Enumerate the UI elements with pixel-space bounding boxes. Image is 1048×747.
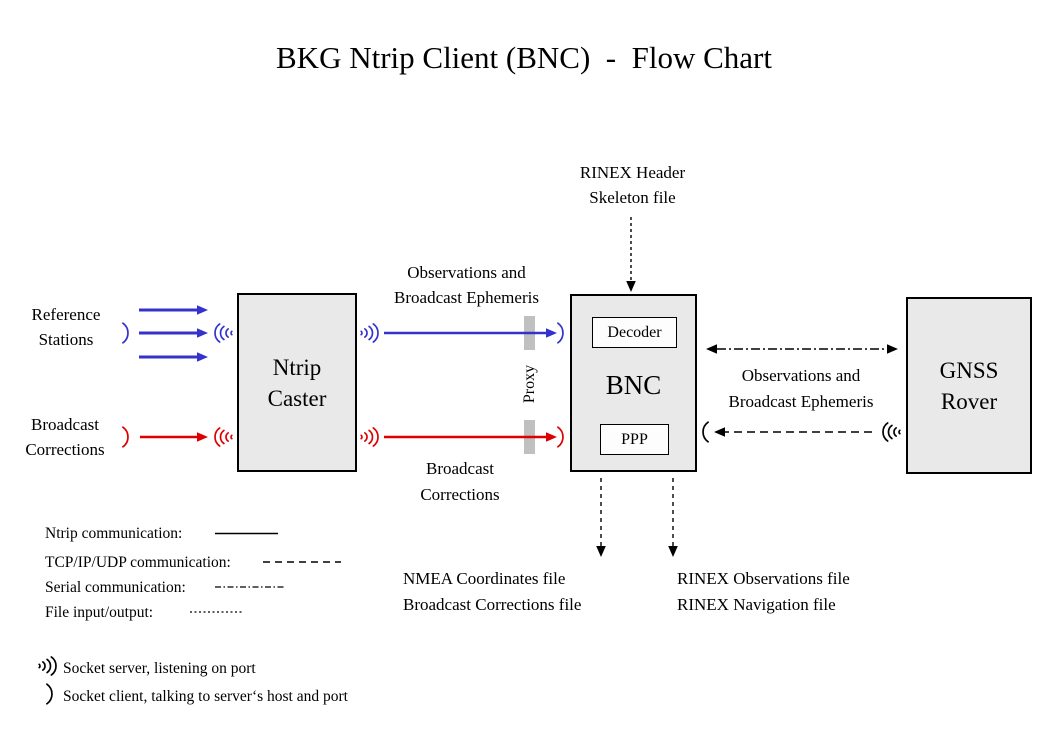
label-line: Broadcast — [426, 459, 494, 478]
label-observations-ephemeris-mid: Observations and Broadcast Ephemeris — [363, 260, 570, 310]
node-label: Ntrip — [272, 354, 322, 380]
node-label: BNC — [605, 370, 662, 400]
label-line: Corrections — [25, 440, 105, 459]
label-line: Broadcast Ephemeris — [394, 288, 539, 307]
node-label: GNSS — [939, 357, 999, 383]
label-broadcast-corrections-mid: Broadcast Corrections — [381, 456, 539, 508]
socket-client-icon — [46, 683, 53, 705]
arrow-skeleton-file-to-bnc — [626, 217, 636, 292]
proxy-bar-bottom — [524, 420, 535, 454]
socket-server-icon — [882, 422, 901, 442]
arrow-refstation-3 — [139, 352, 208, 362]
node-decoder: Decoder — [592, 317, 677, 348]
arrow-refstation-2 — [139, 328, 208, 338]
legend-socket-client: Socket client, talking to server‘s host … — [63, 688, 348, 705]
socket-server-icon — [214, 323, 233, 343]
label-reference-stations: Reference Stations — [8, 302, 124, 352]
label-nmea-output-files: NMEA Coordinates file Broadcast Correcti… — [403, 566, 581, 618]
legend-tcpip-communication: TCP/IP/UDP communication: — [45, 554, 231, 571]
socket-server-icon — [214, 427, 233, 447]
socket-client-icon — [557, 426, 564, 448]
node-label: Decoder — [607, 323, 662, 341]
arrow-caster-bnc-observations — [384, 328, 557, 338]
label-rinex-header-skeleton: RINEX Header Skeleton file — [530, 160, 735, 210]
node-gnss-rover: GNSS Rover — [906, 297, 1032, 474]
node-ntrip-caster: Ntrip Caster — [237, 293, 357, 472]
legend-ntrip-communication: Ntrip communication: — [45, 525, 183, 542]
arrow-bnc-to-nmea-files — [596, 478, 606, 557]
node-label: Caster — [267, 385, 327, 411]
label-line: Observations and — [741, 366, 861, 385]
socket-client-icon — [702, 421, 709, 443]
label-line: Observations and — [407, 263, 526, 282]
legend-serial-communication: Serial communication: — [45, 579, 186, 596]
socket-server-icon — [38, 656, 57, 676]
node-label: Rover — [940, 388, 998, 414]
label-line: RINEX Header — [579, 163, 686, 182]
node-ppp: PPP — [600, 424, 669, 455]
label-line: RINEX Navigation file — [677, 595, 836, 614]
node-label: PPP — [621, 430, 648, 448]
legend-file-io: File input/output: — [45, 604, 154, 621]
socket-server-icon — [360, 427, 379, 447]
label-line: Skeleton file — [589, 188, 676, 207]
label-line: Stations — [38, 330, 94, 349]
label-line: Broadcast Corrections file — [403, 595, 582, 614]
arrow-refstation-1 — [139, 305, 208, 315]
label-broadcast-corrections-in: Broadcast Corrections — [3, 412, 127, 462]
label-observations-ephemeris-right: Observations and Broadcast Ephemeris — [701, 363, 901, 415]
label-line: Broadcast Ephemeris — [728, 392, 874, 411]
socket-server-icon — [360, 323, 379, 343]
proxy-label: Proxy — [521, 364, 538, 404]
arrow-bnc-to-rinex-files — [668, 478, 678, 557]
page-title: BKG Ntrip Client (BNC) - Flow Chart — [276, 40, 772, 75]
arrow-bnc-rover-serial — [706, 344, 898, 354]
arrow-caster-bnc-corrections — [384, 432, 557, 442]
node-bnc: Decoder BNC PPP — [570, 294, 697, 472]
label-line: RINEX Observations file — [677, 569, 850, 588]
label-rinex-output-files: RINEX Observations file RINEX Navigation… — [677, 566, 850, 618]
socket-client-icon — [557, 322, 564, 344]
label-line: Reference — [31, 305, 101, 324]
label-line: Broadcast — [31, 415, 99, 434]
label-line: NMEA Coordinates file — [403, 569, 566, 588]
arrow-rover-to-bnc-dashed — [714, 427, 872, 437]
label-line: Corrections — [420, 485, 500, 504]
legend-socket-server: Socket server, listening on port — [63, 660, 256, 677]
arrow-corrections-in — [140, 432, 208, 442]
